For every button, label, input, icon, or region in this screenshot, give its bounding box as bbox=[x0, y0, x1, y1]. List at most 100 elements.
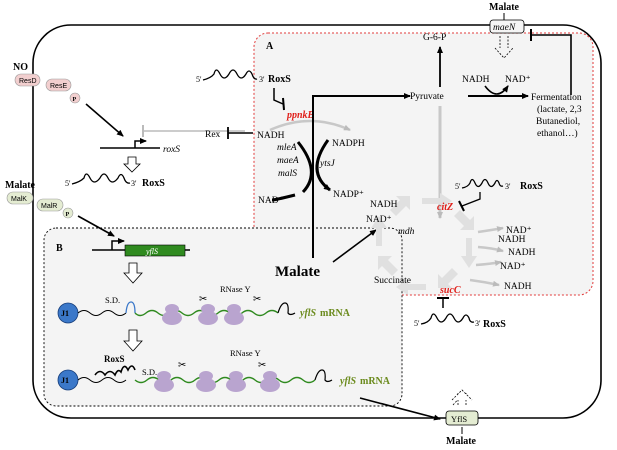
phospho-p-1 bbox=[69, 92, 81, 104]
roxS-rna-5prime: 5' bbox=[65, 179, 71, 188]
sd-label-2: S.D. bbox=[142, 367, 157, 377]
no-label: NO bbox=[13, 62, 28, 73]
malR-pill bbox=[36, 198, 64, 212]
roxS-a-5prime: 5' bbox=[196, 75, 202, 84]
yflS-transporter bbox=[445, 410, 479, 426]
roxS-rna-a-top bbox=[202, 69, 258, 81]
j1-label-1: J1 bbox=[61, 309, 69, 318]
sucC-label: sucC bbox=[439, 285, 461, 296]
fermentation-line-4: ethanol…) bbox=[537, 128, 578, 139]
tca-cofactor-1 bbox=[477, 226, 504, 234]
fermentation-line-1: Fermentation bbox=[531, 93, 582, 103]
mrna-1-3prime-loop bbox=[277, 302, 296, 316]
rex-label: Rex bbox=[205, 130, 221, 140]
tca-cofactor-2 bbox=[477, 245, 504, 253]
pyruvate-label: Pyruvate bbox=[410, 92, 444, 102]
resD-label: ResD bbox=[19, 78, 37, 85]
mleA-label: mleA bbox=[277, 143, 297, 153]
nad-left-label: NAD⁺ bbox=[258, 196, 284, 206]
ppnkB-conversion-arc bbox=[269, 119, 351, 132]
tca-right-nadh-3: NADH bbox=[504, 282, 532, 292]
sd-label-1: S.D. bbox=[105, 295, 120, 305]
tca-nadh-label: NADH bbox=[370, 200, 398, 210]
roxS-rna-left bbox=[71, 173, 131, 185]
roxS-citZ-5prime: 5' bbox=[455, 182, 461, 191]
tca-right-nad-1: NAD⁺ bbox=[506, 226, 532, 236]
fermentation-cofactor-arc bbox=[484, 85, 509, 95]
roxS-rna-bottom bbox=[420, 313, 475, 325]
phospho-p-2 bbox=[62, 207, 74, 219]
roxS-bound-duplex bbox=[94, 365, 136, 377]
roxS-bottom-3prime: 3' bbox=[475, 319, 481, 328]
tca-right-nadh-2: NADH bbox=[498, 235, 526, 245]
mrna-1-mrna-label: mRNA bbox=[320, 308, 351, 319]
ppnkB-label: ppnkB bbox=[286, 110, 315, 121]
fermentation-line-3: Butanediol, bbox=[536, 117, 580, 127]
malic-enzyme-arc-nad bbox=[271, 193, 296, 202]
malate-left-label: Malate bbox=[5, 180, 36, 191]
roxS-promoter-arrow bbox=[100, 141, 160, 148]
panel-b-label: B bbox=[56, 243, 63, 254]
roxS-rna-3prime: 3' bbox=[131, 179, 137, 188]
mrna-1-gene-label: yflS bbox=[299, 308, 317, 319]
roxS-gene-label: roxS bbox=[163, 145, 180, 155]
roxS-inhibits-citZ bbox=[461, 192, 481, 207]
mrna-2-5prime bbox=[77, 377, 127, 383]
roxS-transcription-arrow bbox=[123, 156, 141, 173]
resE-label: ResE bbox=[50, 83, 67, 90]
yflS-to-membrane-arrow bbox=[359, 397, 441, 421]
scissors-2a: ✂ bbox=[178, 360, 186, 371]
maeN-label: maeN bbox=[493, 23, 516, 33]
tca-cofactor-3 bbox=[475, 260, 502, 267]
mrna-2-gene-label: yflS bbox=[339, 376, 357, 387]
inhibition-bar-ppnkB bbox=[282, 97, 285, 111]
malate-central-label: Malate bbox=[275, 264, 320, 280]
rnaseY-label-1: RNase Y bbox=[220, 284, 251, 294]
malate-bottom-label: Malate bbox=[446, 436, 477, 447]
malR-activates-yflS bbox=[77, 215, 115, 237]
malic-enzyme-arc-nadp bbox=[315, 139, 331, 192]
tca-cycle bbox=[371, 193, 477, 295]
succinate-label: Succinate bbox=[374, 276, 411, 286]
ribosome-1 bbox=[162, 304, 244, 325]
roxS-citZ-label: RoxS bbox=[520, 181, 543, 192]
yflS-gene-label: yflS bbox=[145, 247, 158, 256]
mrna-2-mrna-label: mRNA bbox=[360, 376, 391, 387]
citZ-label: citZ bbox=[437, 202, 453, 213]
mrna-1-5prime bbox=[77, 310, 127, 316]
mrna-2-3prime-loop bbox=[314, 369, 333, 383]
roxS-panel-b-label: RoxS bbox=[104, 354, 125, 364]
tca-nad-label: NAD⁺ bbox=[366, 215, 392, 225]
nadh-left-label: NADH bbox=[257, 131, 285, 141]
fermentation-line-2: (lactate, 2,3 bbox=[537, 104, 582, 115]
yflS-gene-box bbox=[124, 244, 186, 257]
malK-pill bbox=[6, 191, 34, 205]
nad-fermentation-label: NAD⁺ bbox=[505, 75, 531, 85]
nadph-label: NADPH bbox=[332, 139, 365, 149]
maeN-transporter bbox=[489, 19, 525, 34]
mrna-hollow-arrow-2 bbox=[123, 329, 143, 352]
rnaseY-label-2: RNase Y bbox=[230, 348, 261, 358]
nadh-fermentation-label: NADH bbox=[462, 75, 490, 85]
ytsJ-label: ytsJ bbox=[319, 159, 336, 169]
inhibition-bar-citZ bbox=[458, 200, 465, 212]
maeN-inward-arrow bbox=[494, 36, 514, 59]
scissors-2b: ✂ bbox=[258, 360, 266, 371]
resD-pill bbox=[14, 73, 41, 87]
tca-right-nad-2: NAD⁺ bbox=[500, 262, 526, 272]
resE-pill bbox=[45, 78, 72, 92]
yflS-transcription-arrow bbox=[123, 262, 143, 284]
g6p-label: G-6-P bbox=[423, 33, 446, 43]
yflS-transporter-label: YflS bbox=[451, 414, 467, 424]
malK-label: MalK bbox=[11, 196, 27, 203]
malate-to-pyruvate-line bbox=[312, 93, 411, 258]
roxS-rna-left-label: RoxS bbox=[142, 178, 165, 189]
fermentation-inhibits-maeN bbox=[531, 34, 572, 95]
tca-cofactor-4 bbox=[469, 278, 500, 287]
scissors-1a: ✂ bbox=[199, 294, 207, 305]
malate-to-tca-arrow bbox=[332, 229, 377, 263]
malic-enzyme-arc-nadh bbox=[296, 141, 313, 194]
malate-top-label: Malate bbox=[489, 2, 520, 13]
tca-right-nadh-1: NADH bbox=[508, 248, 536, 258]
